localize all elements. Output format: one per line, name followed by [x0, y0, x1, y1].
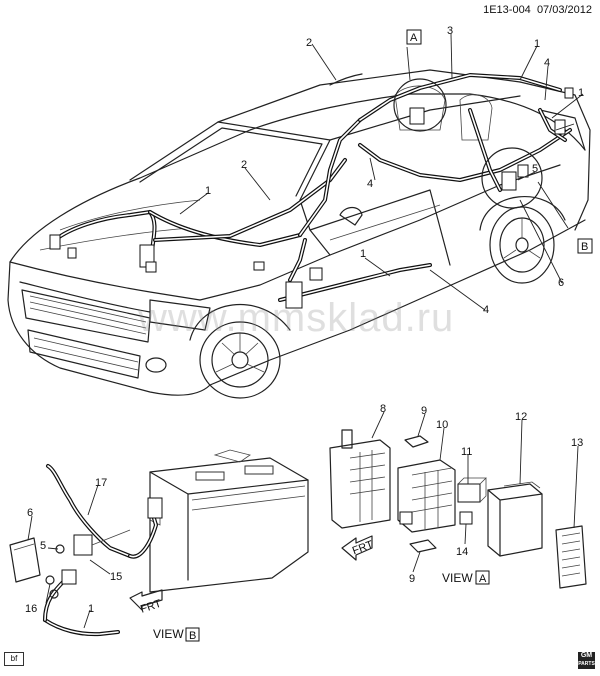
callout-1-rear: 1 [578, 87, 584, 99]
callout-1-roof: 1 [534, 38, 540, 50]
callout-3: 3 [447, 25, 453, 37]
callout-6-rear: 6 [558, 277, 564, 289]
detail-circle-view-a [393, 78, 447, 132]
view-b-box-label: B [189, 630, 196, 642]
ref-box-a-label: A [410, 32, 418, 44]
callout-9-top: 9 [421, 405, 427, 417]
view-b-label: VIEW [153, 627, 184, 641]
view-b-battery-detail [9, 449, 309, 637]
callout-8: 8 [380, 403, 386, 415]
leader-lines-car [179, 33, 584, 311]
view-a-fuse-block-detail [329, 429, 587, 589]
gm-logo-text: GM [580, 652, 593, 659]
callout-1-engine: 1 [205, 185, 211, 197]
callout-9-bottom: 9 [409, 573, 415, 585]
callout-11: 11 [461, 446, 472, 458]
callout-16: 16 [25, 603, 37, 615]
gm-logo: GM PARTS [578, 652, 595, 669]
ref-box-a [406, 29, 422, 45]
callout-4-side: 4 [483, 304, 489, 316]
callout-2-top: 2 [306, 37, 312, 49]
gm-logo-sub: PARTS [578, 661, 595, 667]
callout-5-view-b: 5 [40, 540, 46, 552]
corner-code: bf [4, 652, 24, 666]
view-a-leaders [371, 411, 579, 573]
diagram-date: 07/03/2012 [536, 4, 592, 16]
callout-2-cowl: 2 [241, 159, 247, 171]
ref-box-b-label: B [581, 241, 588, 253]
callout-4-door: 4 [367, 178, 373, 190]
view-b-leaders [27, 484, 111, 629]
wiring-harness-main [53, 73, 572, 302]
callout-13: 13 [571, 437, 583, 449]
detail-circle-view-b [481, 147, 543, 209]
callout-4-roof: 4 [544, 57, 550, 69]
callout-5-rear: 5 [532, 163, 538, 175]
callout-12: 12 [515, 411, 527, 423]
frt-label-view-b: FRT [139, 598, 163, 616]
view-a-box-label: A [479, 573, 487, 585]
harness-connectors [49, 87, 574, 309]
watermark: www.mmsklad.ru [138, 296, 455, 340]
car-body-outline [7, 69, 591, 399]
callout-10: 10 [436, 419, 448, 431]
view-b-box [185, 627, 200, 642]
diagram-header: 1E13-004 07/03/2012 [483, 4, 592, 16]
callout-1-view-b: 1 [88, 603, 94, 615]
callout-1-side: 1 [360, 248, 366, 260]
callout-17: 17 [95, 477, 107, 489]
callout-15: 15 [110, 571, 122, 583]
callout-6-view-b: 6 [27, 507, 33, 519]
view-a-box [475, 570, 490, 585]
callout-14: 14 [456, 546, 468, 558]
frt-label-view-a: FRT [351, 539, 375, 558]
view-a-label: VIEW [442, 571, 473, 585]
diagram-code: 1E13-004 [483, 4, 531, 16]
ref-box-b [577, 238, 593, 254]
